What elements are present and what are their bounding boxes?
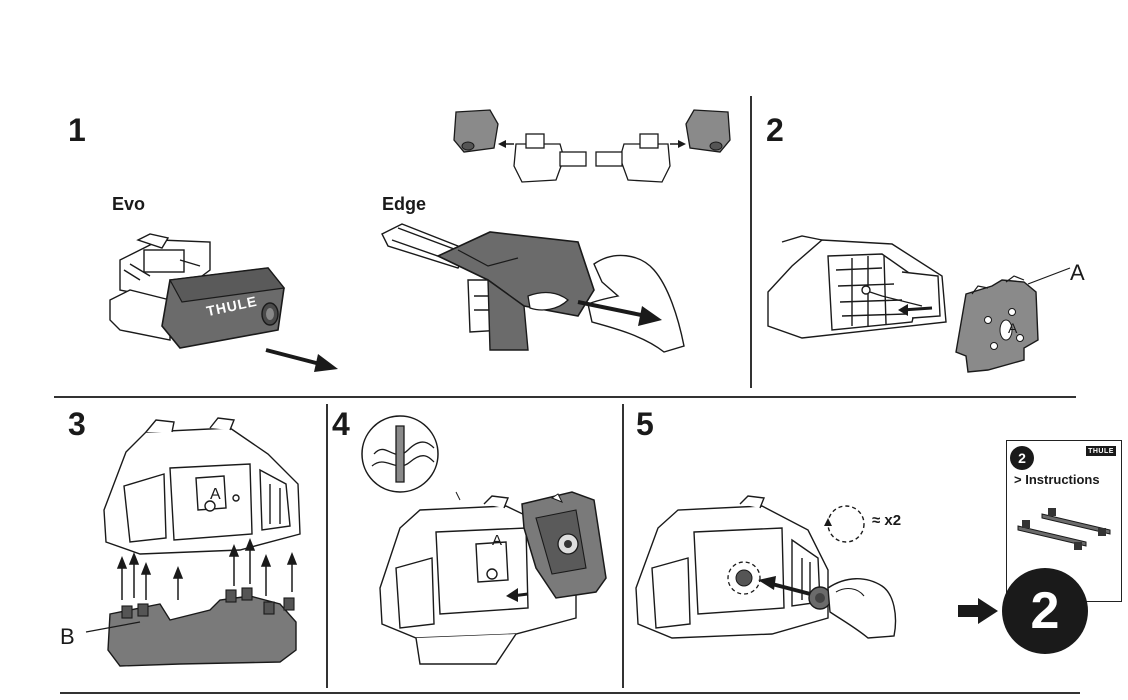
- divider-step4-step5: [622, 404, 624, 688]
- edge-end-caps-illustration: [453, 109, 731, 183]
- repeat-count-label: ≈ x2: [872, 512, 902, 529]
- next-step-badge[interactable]: 2: [1002, 568, 1088, 654]
- foot-frame-step3-illustration: [85, 417, 301, 667]
- wire-detail-icon: [361, 415, 439, 493]
- foot-frame-step4-illustration: [379, 491, 607, 665]
- part-a-marking-step2: A: [1008, 320, 1018, 336]
- rotate-icon: [824, 505, 865, 543]
- divider-bottom: [60, 692, 1080, 694]
- divider-step1-step2: [750, 96, 752, 388]
- roof-bars-thumbnail: [1017, 508, 1111, 550]
- step-number-5: 5: [636, 406, 654, 442]
- foot-frame-step2-illustration: [767, 235, 1071, 373]
- step-number-4: 4: [332, 406, 350, 442]
- step-number-2: 2: [766, 112, 784, 148]
- next-card-title: > Instructions: [1014, 472, 1100, 487]
- next-card-brand-logo: THULE: [1086, 446, 1116, 456]
- divider-top-row: [54, 396, 1076, 398]
- divider-step3-step4: [326, 404, 328, 688]
- callout-a-label: A: [1070, 260, 1085, 285]
- callout-b-label: B: [60, 624, 75, 649]
- evo-label: Evo: [112, 194, 146, 214]
- arrow-right-icon: [958, 598, 998, 624]
- step-number-1: 1: [68, 112, 86, 148]
- arrow-right-icon: [265, 348, 338, 372]
- evo-foot-illustration: [109, 233, 286, 349]
- next-card-step-badge: 2: [1010, 446, 1034, 470]
- part-a-marking-step4: A: [492, 532, 503, 549]
- part-a-marking-step3: A: [210, 486, 221, 503]
- edge-foot-illustration: [381, 223, 685, 353]
- foot-frame-step5-illustration: [635, 495, 897, 639]
- step-number-3: 3: [68, 406, 86, 442]
- edge-label: Edge: [382, 194, 427, 214]
